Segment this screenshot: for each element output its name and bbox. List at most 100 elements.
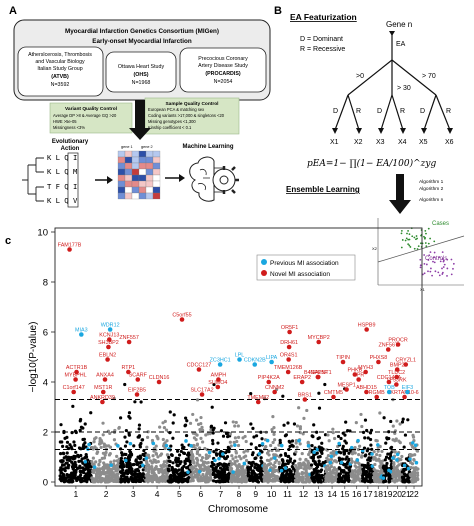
snp-point: [320, 451, 324, 455]
snp-point: [407, 470, 411, 474]
snp-point: [373, 473, 377, 478]
snp-point: [191, 471, 195, 475]
snp-point: [140, 438, 144, 442]
snp-point: [373, 462, 377, 467]
control-point: [429, 251, 432, 254]
snp-point: [267, 453, 271, 457]
snp-point: [99, 445, 103, 450]
decision-tree: [334, 31, 451, 131]
snp-point: [73, 455, 78, 459]
gene-label: CDC144A: [377, 375, 402, 381]
snp-point: [162, 464, 166, 468]
snp-point: [331, 431, 335, 435]
gene-point: [100, 399, 105, 405]
snp-point: [363, 436, 367, 440]
gene-label: FAM177B: [58, 243, 82, 249]
highlighted-points: [67, 247, 410, 405]
gene-label: RGMB: [369, 390, 386, 396]
snp-point: [72, 440, 76, 444]
gene-label: KCNJ13: [99, 333, 119, 339]
snp-point: [327, 439, 331, 443]
snp-point: [188, 421, 193, 425]
snp-point: [241, 467, 245, 471]
snp-point: [137, 435, 141, 439]
snp-point: [162, 460, 166, 464]
snp-point: [230, 462, 234, 466]
gene-label: DRH61: [280, 340, 298, 346]
snp-point: [294, 464, 298, 468]
snp-point: [237, 464, 241, 468]
snp-point: [133, 475, 137, 479]
snp-point: [139, 455, 143, 460]
snp-point: [295, 424, 300, 428]
snp-point-previous: [297, 438, 301, 443]
gene-label: PHKB: [348, 368, 363, 374]
snp-point: [133, 400, 137, 404]
snp-point: [294, 450, 298, 454]
snp-point: [180, 469, 184, 473]
snp-point: [415, 449, 420, 453]
x-tick-label: 22: [409, 489, 419, 499]
gene-label: KRTAP10-6: [390, 390, 418, 396]
gene-label: ZNF567: [379, 343, 398, 349]
snp-point-previous: [406, 466, 411, 471]
snp-point: [164, 428, 169, 432]
snp-point: [91, 456, 95, 460]
gene-label: LIPA: [266, 355, 278, 361]
snp-point: [383, 479, 388, 483]
heatmap-cell: [145, 180, 154, 188]
snp-point: [247, 461, 251, 465]
snp-point: [167, 455, 171, 460]
snp-point: [163, 419, 167, 423]
gene-label: PHXS8: [370, 355, 388, 361]
case-point: [407, 243, 410, 246]
snp-point: [102, 461, 106, 465]
snp-point-previous: [257, 452, 262, 456]
snp-point: [323, 433, 328, 437]
snp-point: [281, 459, 285, 463]
snp-point: [125, 465, 129, 469]
snp-point: [169, 473, 173, 477]
consortium-title: Myocardial Infarction Genetics Consortiu…: [65, 28, 219, 35]
snp-point: [290, 439, 295, 443]
snp-point: [272, 469, 277, 474]
snp-point: [360, 424, 364, 429]
gene-label: PIP4K2A: [258, 375, 280, 381]
snp-point-previous: [337, 441, 341, 446]
snp-point: [65, 479, 69, 483]
snp-point: [221, 434, 226, 438]
snp-point: [177, 468, 181, 472]
snp-point: [69, 476, 73, 481]
snp-point: [400, 454, 404, 459]
snp-point: [310, 473, 314, 477]
snp-point: [317, 480, 321, 484]
case-point: [424, 236, 426, 239]
control-point: [441, 258, 444, 260]
heatmap-cell: [117, 168, 126, 176]
snp-point: [384, 441, 388, 445]
gene-label: AMPH: [211, 373, 227, 379]
tree-arrowheads: [332, 31, 453, 134]
gene-label: BMP2: [390, 363, 405, 369]
snp-point: [372, 457, 376, 461]
snp-point: [171, 436, 175, 440]
panel-b-letter: B: [274, 5, 282, 17]
evolutionary-action-label-line2: Action: [61, 146, 80, 152]
snp-point: [73, 443, 77, 447]
gene-point: [74, 369, 79, 375]
snp-point: [76, 453, 80, 457]
snp-point: [124, 428, 128, 433]
snp-point: [169, 476, 173, 480]
gene-point: [286, 344, 292, 350]
snp-point: [319, 469, 323, 474]
snp-point: [376, 449, 380, 453]
snp-point: [59, 476, 63, 480]
case-point: [427, 227, 430, 230]
study-procardis-line1: Precocious Coronary: [198, 56, 248, 62]
snp-point: [76, 466, 80, 470]
snp-point: [141, 453, 146, 457]
snp-point: [237, 472, 241, 477]
x-tick-label: 4: [155, 489, 160, 499]
study-procardis-line2: Artery Disease Study: [198, 63, 248, 69]
snp-point-previous: [328, 460, 333, 465]
